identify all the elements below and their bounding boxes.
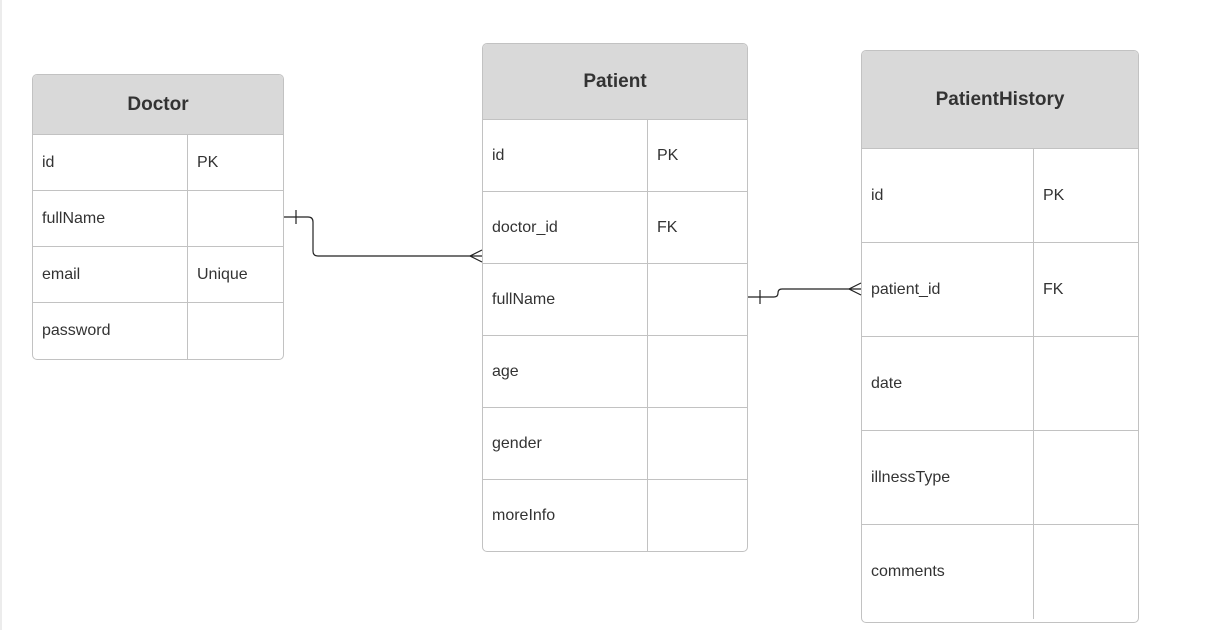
- entity-row[interactable]: fullName: [33, 191, 283, 247]
- entity-row[interactable]: age: [483, 336, 747, 408]
- field-key[interactable]: [648, 264, 747, 335]
- field-key[interactable]: [188, 191, 283, 246]
- entity-title[interactable]: Patient: [483, 44, 747, 120]
- entity-row[interactable]: patient_id FK: [862, 243, 1138, 337]
- field-key[interactable]: [1034, 337, 1138, 430]
- field-key[interactable]: [1034, 525, 1138, 619]
- crows-foot-marker: [847, 282, 862, 296]
- entity-doctor[interactable]: Doctor id PK fullName email Unique passw…: [32, 74, 284, 360]
- relationship-patient-patienthistory[interactable]: [748, 282, 862, 304]
- field-key[interactable]: [648, 408, 747, 479]
- field-key[interactable]: [1034, 431, 1138, 524]
- field-name[interactable]: fullName: [483, 264, 648, 335]
- field-key[interactable]: PK: [657, 146, 679, 164]
- field-name[interactable]: password: [33, 303, 188, 359]
- entity-patient-history[interactable]: PatientHistory id PK patient_id FK date …: [861, 50, 1139, 623]
- entity-row[interactable]: email Unique: [33, 247, 283, 303]
- field-name[interactable]: id: [862, 149, 1034, 242]
- field-name[interactable]: id: [483, 120, 648, 191]
- field-key[interactable]: FK: [657, 218, 678, 236]
- field-key[interactable]: [188, 303, 283, 359]
- entity-patient[interactable]: Patient id PK doctor_id FK fullName age …: [482, 43, 748, 552]
- entity-row[interactable]: comments: [862, 525, 1138, 619]
- field-key[interactable]: Unique: [197, 265, 248, 283]
- field-name[interactable]: email: [33, 247, 188, 302]
- entity-row[interactable]: doctor_id FK: [483, 192, 747, 264]
- field-key[interactable]: [648, 336, 747, 407]
- relationship-doctor-patient[interactable]: [284, 210, 483, 263]
- entity-row[interactable]: fullName: [483, 264, 747, 336]
- field-name[interactable]: date: [862, 337, 1034, 430]
- connector-line[interactable]: [748, 288, 861, 298]
- field-name[interactable]: id: [33, 135, 188, 190]
- field-name[interactable]: illnessType: [862, 431, 1034, 524]
- entity-row[interactable]: id PK: [483, 120, 747, 192]
- field-name[interactable]: patient_id: [862, 243, 1034, 336]
- field-key[interactable]: PK: [1043, 186, 1065, 204]
- field-name[interactable]: moreInfo: [483, 480, 648, 551]
- entity-row[interactable]: date: [862, 337, 1138, 431]
- entity-row[interactable]: id PK: [33, 135, 283, 191]
- field-name[interactable]: fullName: [33, 191, 188, 246]
- entity-title[interactable]: PatientHistory: [862, 51, 1138, 149]
- field-key[interactable]: PK: [197, 153, 219, 171]
- entity-row[interactable]: id PK: [862, 149, 1138, 243]
- entity-title[interactable]: Doctor: [33, 75, 283, 135]
- field-key[interactable]: FK: [1043, 280, 1064, 298]
- entity-row[interactable]: moreInfo: [483, 480, 747, 551]
- crows-foot-marker: [468, 249, 483, 263]
- entity-row[interactable]: illnessType: [862, 431, 1138, 525]
- field-name[interactable]: comments: [862, 525, 1034, 619]
- connector-line[interactable]: [284, 216, 482, 257]
- entity-row[interactable]: gender: [483, 408, 747, 480]
- field-name[interactable]: gender: [483, 408, 648, 479]
- field-key[interactable]: [648, 480, 747, 551]
- entity-row[interactable]: password: [33, 303, 283, 359]
- canvas-left-edge: [0, 0, 2, 630]
- field-name[interactable]: age: [483, 336, 648, 407]
- field-name[interactable]: doctor_id: [483, 192, 648, 263]
